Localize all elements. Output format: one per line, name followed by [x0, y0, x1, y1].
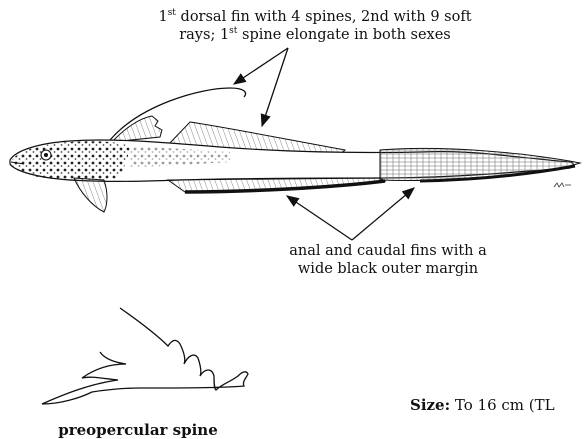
- size-text: Size: To 16 cm (TL: [410, 396, 555, 414]
- pupil: [44, 153, 48, 157]
- size-label: Size:: [410, 396, 450, 414]
- arrow-to-second-dorsal: [262, 48, 288, 126]
- first-dorsal-fin: [112, 116, 162, 142]
- pelvic-fin: [74, 178, 107, 212]
- spotted-head: [12, 141, 130, 180]
- size-value: To 16 cm (TL: [450, 396, 554, 414]
- caudal-fin: [380, 148, 580, 180]
- artist-signature: [554, 183, 571, 187]
- preopercular-spine-drawing: [42, 308, 248, 404]
- arrow-to-anal-fin: [287, 196, 352, 240]
- arrow-to-caudal-fin: [352, 188, 414, 240]
- arrow-to-elongate-spine: [234, 48, 288, 84]
- preopercular-spine-caption: preopercular spine: [28, 421, 248, 439]
